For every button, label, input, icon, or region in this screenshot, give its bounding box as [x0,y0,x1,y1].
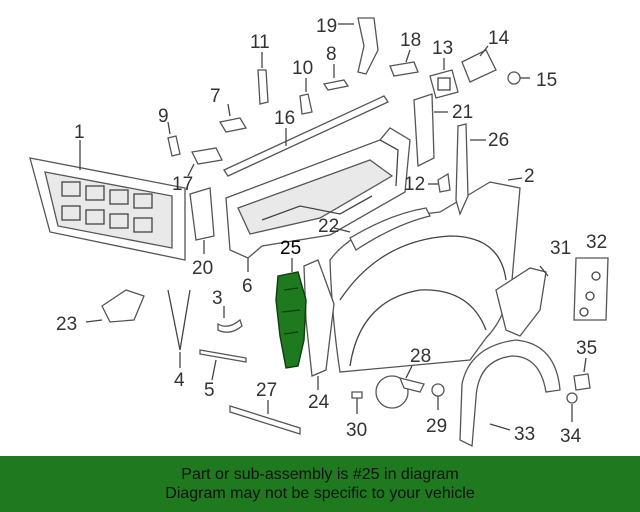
part-3-bracket[interactable] [217,306,243,333]
callout-12[interactable]: 12 [404,174,425,195]
part-21-front-panel[interactable] [413,93,448,168]
callout-23[interactable]: 23 [56,314,77,335]
callout-31[interactable]: 31 [550,238,571,259]
callout-8[interactable]: 8 [326,44,337,65]
callout-24[interactable]: 24 [308,392,330,413]
callout-22[interactable]: 22 [318,216,339,237]
callout-33[interactable]: 33 [514,424,535,445]
callout-3[interactable]: 3 [212,288,223,309]
callout-7[interactable]: 7 [210,86,221,107]
part-27-sill[interactable] [229,400,301,435]
part-24-wheelhouse-front[interactable] [303,259,335,390]
callout-28[interactable]: 28 [410,346,431,367]
part-7-clip[interactable] [218,103,248,133]
callout-6[interactable]: 6 [242,276,253,297]
part-19-pillar-cap[interactable] [338,17,379,75]
part-17-cap[interactable] [187,147,223,177]
parts-diagram: 1 2 3 4 5 6 7 8 9 10 11 12 13 14 15 16 1… [29,16,609,448]
callout-10[interactable]: 10 [292,58,313,79]
callout-35[interactable]: 35 [576,338,597,359]
callout-18[interactable]: 18 [400,30,421,51]
callout-25[interactable]: 25 [280,238,301,259]
callout-14[interactable]: 14 [488,28,510,49]
part-25-highlighted[interactable] [275,258,307,369]
callout-5[interactable]: 5 [204,380,215,401]
part-18-plate[interactable] [389,49,419,77]
callout-13[interactable]: 13 [432,38,453,59]
info-banner: Part or sub-assembly is #25 in diagram D… [0,456,640,512]
part-14-lamp-bracket[interactable] [461,45,497,83]
callout-21[interactable]: 21 [452,102,473,123]
part-31-splash-shield[interactable] [495,265,549,337]
callout-34[interactable]: 34 [560,426,582,447]
callout-17[interactable]: 17 [172,174,193,195]
callout-32[interactable]: 32 [586,232,607,253]
part-35-clip[interactable] [573,357,591,391]
part-22-crossmember[interactable] [333,207,431,251]
part-30-bolt[interactable] [351,391,363,414]
part-15-nut[interactable] [507,71,530,85]
callout-30[interactable]: 30 [346,420,367,441]
callout-27[interactable]: 27 [256,380,277,401]
part-6-inner-bedside[interactable] [225,127,411,272]
callout-9[interactable]: 9 [158,106,169,127]
part-9-hinge[interactable] [167,121,181,157]
banner-line-1: Part or sub-assembly is #25 in diagram [181,466,459,483]
callout-26[interactable]: 26 [488,130,509,151]
part-12-clip[interactable] [428,172,451,193]
part-16-bed-rail[interactable] [223,95,389,177]
part-1-tailgate[interactable] [29,140,186,261]
callout-20[interactable]: 20 [192,258,213,279]
part-10-bracket[interactable] [299,78,313,115]
part-29-grommet[interactable] [431,383,445,410]
callout-4[interactable]: 4 [174,370,185,391]
part-8-bracket[interactable] [322,64,350,91]
callout-11[interactable]: 11 [250,32,270,53]
callout-16[interactable]: 16 [274,108,295,129]
part-4-support-cable[interactable] [167,289,191,368]
callout-19[interactable]: 19 [316,16,337,37]
callout-29[interactable]: 29 [426,416,447,437]
part-34-screw[interactable] [566,392,578,422]
part-23-bracket[interactable] [85,289,145,323]
callout-15[interactable]: 15 [536,70,557,91]
part-5-seal-strip[interactable] [199,349,247,381]
part-26-pillar[interactable] [455,123,486,216]
callout-1[interactable]: 1 [74,122,85,143]
part-11-striker[interactable] [257,52,269,105]
part-33-wheel-liner[interactable] [459,339,561,448]
part-13-bezel[interactable] [429,58,459,99]
banner-line-2: Diagram may not be specific to your vehi… [165,485,475,502]
part-28-fuel-door[interactable] [375,365,425,409]
part-32-plate[interactable] [573,257,609,321]
part-20-pillar[interactable] [189,187,215,254]
callout-2[interactable]: 2 [524,166,535,187]
